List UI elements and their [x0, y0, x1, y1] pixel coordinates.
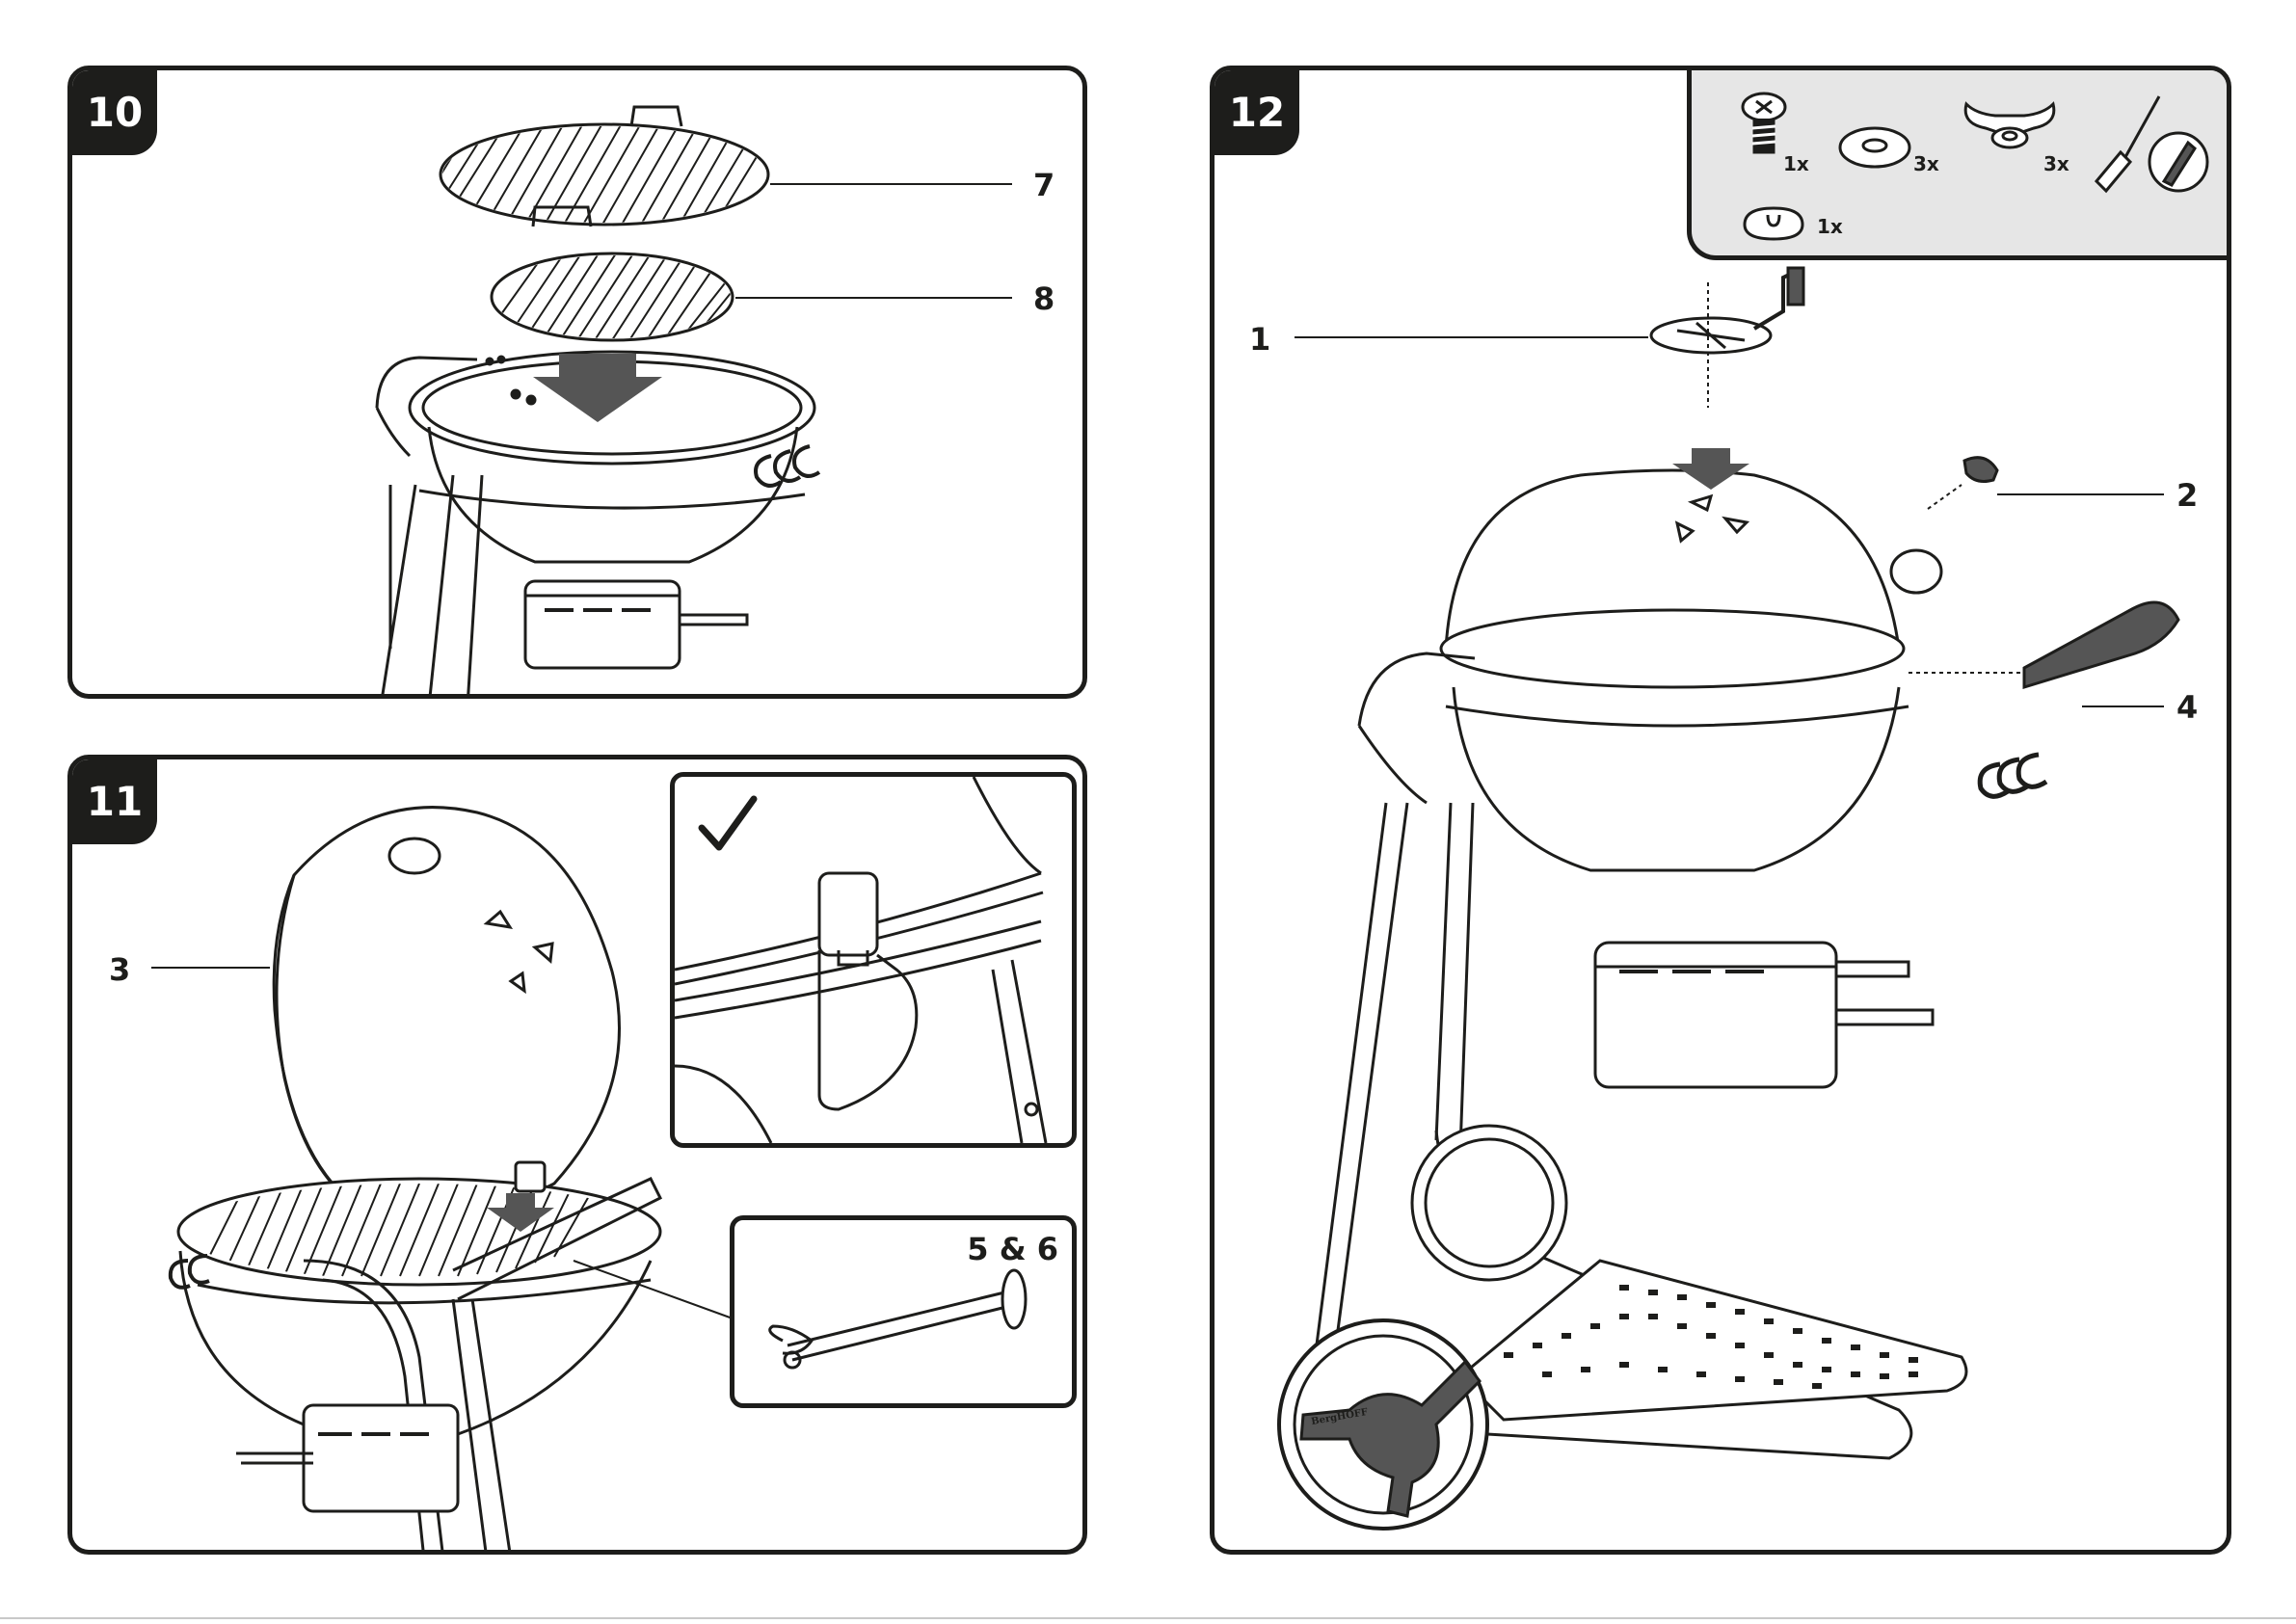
- callout-3: 3: [109, 954, 130, 985]
- callout-1: 1: [1249, 324, 1270, 355]
- step-12-panel: 12 1x 3x 3x 1x: [1210, 66, 2231, 1555]
- step-12-illustration: [1215, 70, 2231, 1555]
- step-11-panel: 11: [67, 755, 1087, 1555]
- step-10-panel: 10: [67, 66, 1087, 699]
- page-footer-rule: [0, 1617, 2296, 1619]
- callout-4: 4: [2176, 692, 2198, 723]
- latch-detail-inset: [670, 772, 1077, 1148]
- step-number: 11: [72, 759, 157, 844]
- step-10-illustration: [72, 70, 1087, 699]
- check-mark-icon: [694, 791, 761, 859]
- step-number: 12: [1215, 70, 1299, 155]
- step-number: 10: [72, 70, 157, 155]
- hinge-pin-drawing: [734, 1220, 1072, 1403]
- pin-detail-inset: 5 & 6: [730, 1215, 1077, 1408]
- callout-7: 7: [1033, 170, 1055, 200]
- callout-8: 8: [1033, 283, 1055, 314]
- callout-2: 2: [2176, 480, 2198, 511]
